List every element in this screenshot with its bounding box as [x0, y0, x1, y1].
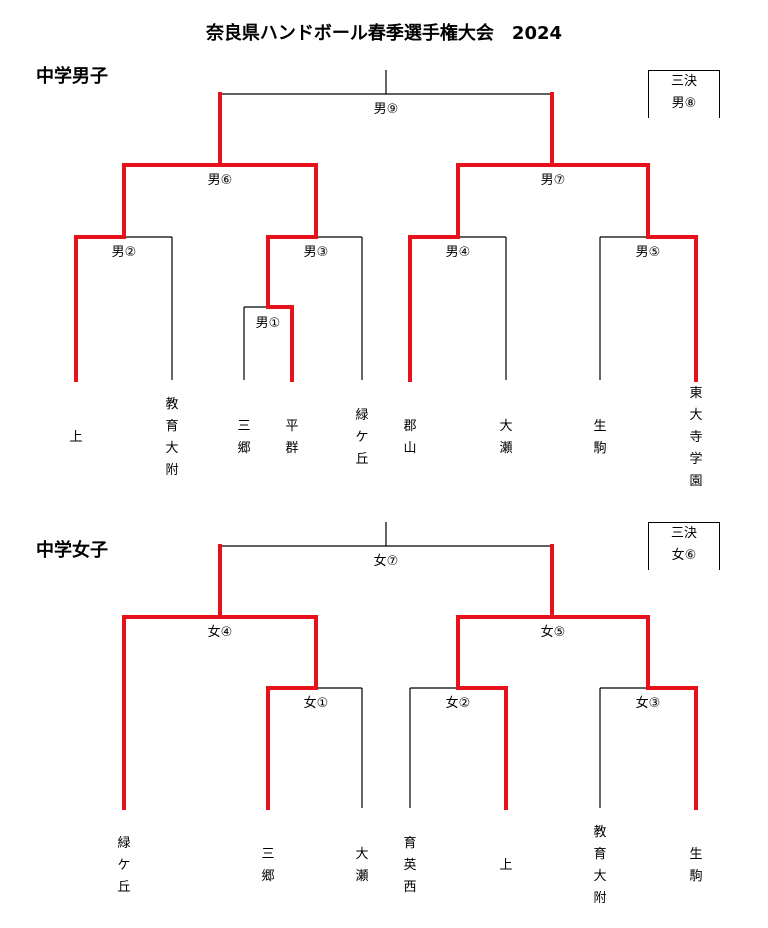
match-label: 女① [303, 696, 329, 711]
match-label: 男⑥ [207, 173, 233, 188]
team-name: 大瀬 [355, 847, 369, 884]
match-label: 男② [111, 245, 137, 260]
girls-section-label: 中学女子 [36, 540, 108, 561]
match-label: 女⑤ [540, 625, 566, 640]
team-name: 生駒 [689, 847, 703, 884]
boys-third-place-box: 三決 男⑧ [648, 70, 720, 118]
team-name: 緑ケ丘 [117, 836, 131, 895]
third-place-label: 三決 [670, 526, 697, 541]
team-name: 三郷 [237, 419, 251, 456]
third-place-label: 三決 [670, 74, 697, 89]
match-label: 女② [445, 696, 471, 711]
match-label: 女④ [207, 625, 233, 640]
match-label: 女③ [635, 696, 661, 711]
team-name: 平群 [285, 419, 299, 456]
page-title: 奈良県ハンドボール春季選手権大会 2024 [205, 23, 563, 44]
third-place-match: 女⑥ [671, 548, 697, 563]
team-name: 教育大附 [593, 825, 607, 906]
match-label: 男③ [303, 245, 329, 260]
boys-section-label: 中学男子 [36, 66, 108, 87]
match-label: 男⑨ [373, 102, 399, 117]
third-place-match: 男⑧ [671, 96, 697, 111]
match-label: 男① [255, 316, 281, 331]
match-label: 男⑤ [635, 245, 661, 260]
team-name: 三郷 [261, 847, 275, 884]
match-label: 男⑦ [540, 173, 566, 188]
team-name: 教育大附 [165, 397, 179, 478]
team-name: 緑ケ丘 [355, 408, 369, 467]
girls-third-place-box: 三決 女⑥ [648, 522, 720, 570]
team-name: 育英西 [403, 836, 417, 895]
team-name: 生駒 [593, 419, 607, 456]
team-name: 上 [69, 430, 83, 445]
match-label: 男④ [445, 245, 471, 260]
team-name: 大瀬 [499, 419, 513, 456]
match-label: 女⑦ [373, 554, 399, 569]
team-name: 上 [499, 858, 513, 873]
team-name: 東大寺学園 [689, 386, 703, 489]
team-name: 郡山 [403, 419, 417, 456]
